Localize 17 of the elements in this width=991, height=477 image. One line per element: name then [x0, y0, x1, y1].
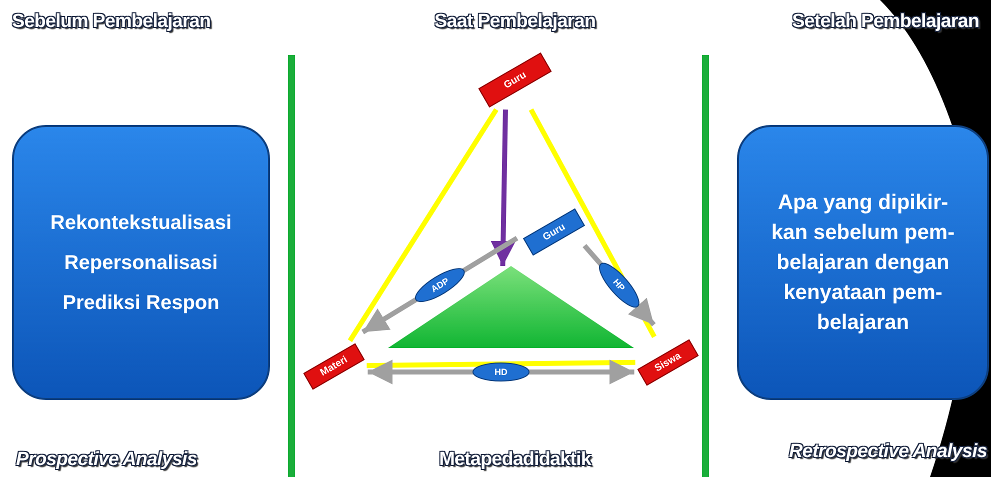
edge-label: HD [494, 366, 508, 378]
rounded-box [12, 125, 270, 400]
edge-label: HP [610, 276, 628, 296]
arrow [490, 109, 516, 266]
box-text: Prediksi Respon [62, 290, 220, 314]
box-text: Apa yang dipikir- kan sebelum pem- belajaran dengan kenyataan pem- belajaran [770, 190, 956, 336]
section-heading: Sebelum Pembelajaran [10, 10, 214, 34]
triangle-shape [388, 266, 634, 348]
rounded-box [737, 125, 989, 400]
tag-label: Guru [478, 52, 552, 108]
section-heading: Saat Pembelajaran [433, 10, 598, 34]
section-heading: Prospective Analysis [14, 448, 200, 472]
box-text: Repersonalisasi [64, 250, 218, 274]
tag-label: Guru [523, 208, 585, 256]
box-text: Rekontekstualisasi [50, 210, 232, 234]
edge-label: ADP [428, 274, 452, 296]
section-heading: Metapedadidaktik [360, 448, 670, 472]
